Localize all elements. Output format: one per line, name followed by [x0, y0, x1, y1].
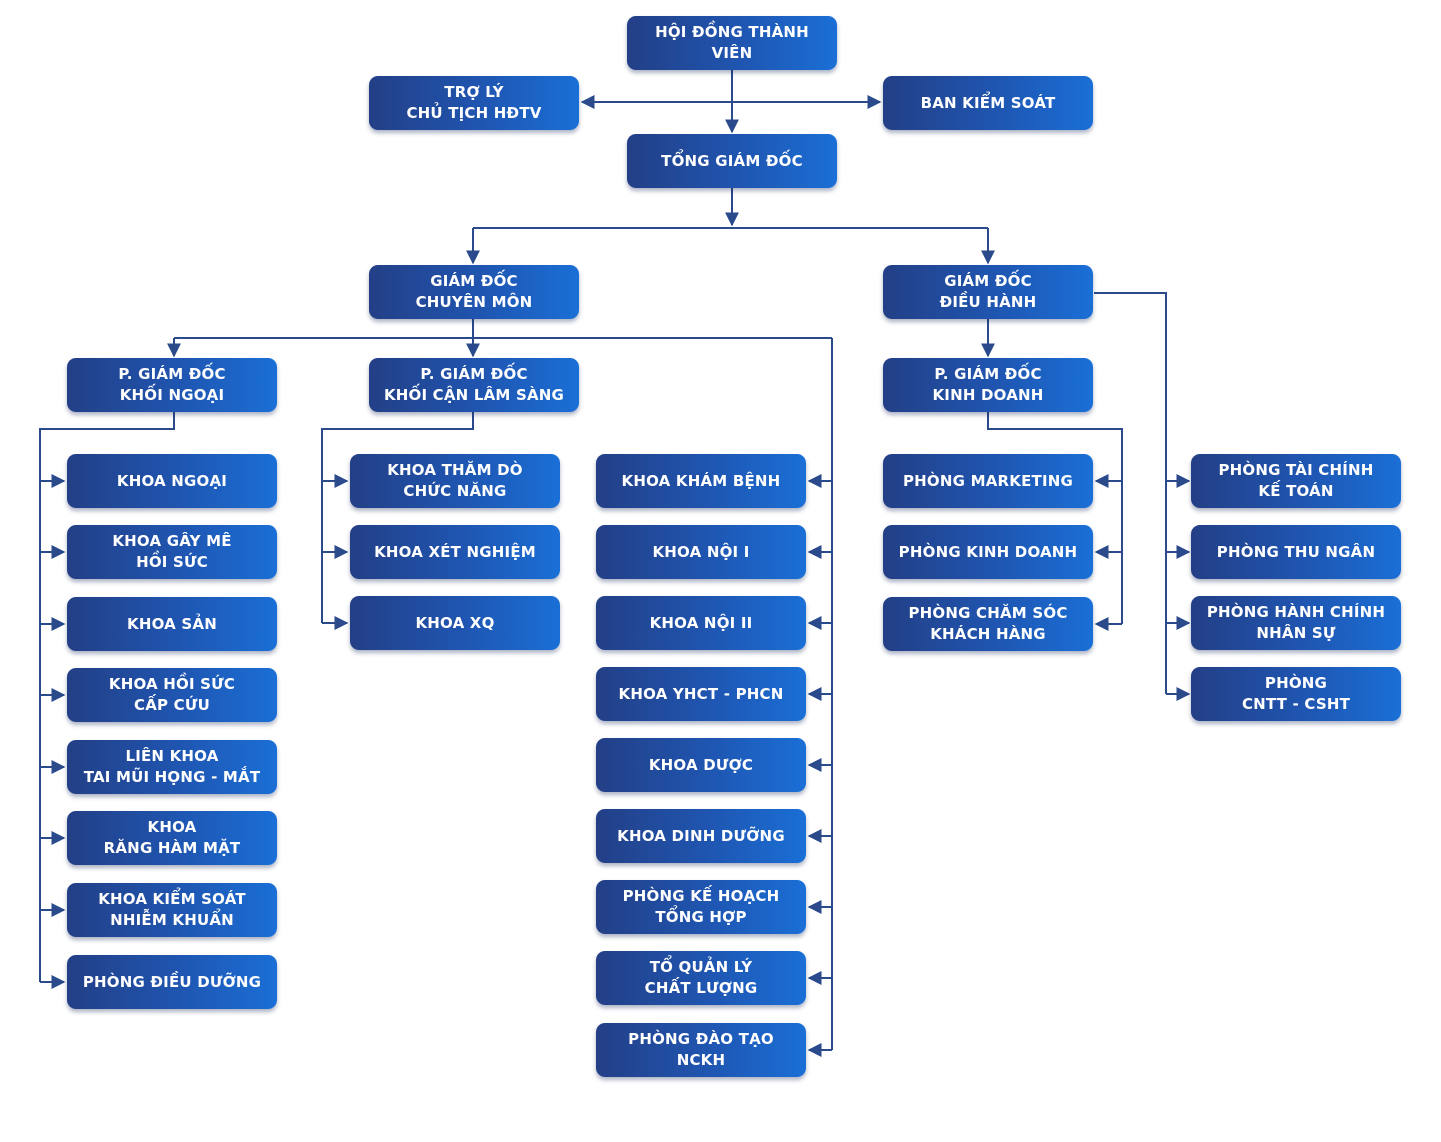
- node-khoi-ngoai-item: LIÊN KHOA TAI MŨI HỌNG - MẮT: [67, 740, 277, 794]
- node-khoi-ngoai-item: PHÒNG ĐIỀU DƯỠNG: [67, 955, 277, 1009]
- node-kinh-doanh-item: PHÒNG MARKETING: [883, 454, 1093, 508]
- node-chuyen-mon-item: KHOA YHCT - PHCN: [596, 667, 806, 721]
- node-can-lam-sang-item: KHOA THĂM DÒ CHỨC NĂNG: [350, 454, 560, 508]
- node-giam-doc-dieu-hanh: GIÁM ĐỐC ĐIỀU HÀNH: [883, 265, 1093, 319]
- node-khoi-ngoai-item: KHOA RĂNG HÀM MẶT: [67, 811, 277, 865]
- node-tong-giam-doc: TỔNG GIÁM ĐỐC: [627, 134, 837, 188]
- node-pgd-khoi-can-lam-sang: P. GIÁM ĐỐC KHỐI CẬN LÂM SÀNG: [369, 358, 579, 412]
- node-can-lam-sang-item: KHOA XÉT NGHIỆM: [350, 525, 560, 579]
- node-chuyen-mon-item: PHÒNG ĐÀO TẠO NCKH: [596, 1023, 806, 1077]
- node-tro-ly-chu-tich: TRỢ LÝ CHỦ TỊCH HĐTV: [369, 76, 579, 130]
- node-khoi-ngoai-item: KHOA KIỂM SOÁT NHIỄM KHUẨN: [67, 883, 277, 937]
- node-ban-kiem-soat: BAN KIỂM SOÁT: [883, 76, 1093, 130]
- node-pgd-khoi-ngoai: P. GIÁM ĐỐC KHỐI NGOẠI: [67, 358, 277, 412]
- node-dieu-hanh-item: PHÒNG TÀI CHÍNH KẾ TOÁN: [1191, 454, 1401, 508]
- node-chuyen-mon-item: KHOA NỘI II: [596, 596, 806, 650]
- node-hoi-dong-thanh-vien: HỘI ĐỒNG THÀNH VIÊN: [627, 16, 837, 70]
- node-chuyen-mon-item: KHOA KHÁM BỆNH: [596, 454, 806, 508]
- node-can-lam-sang-item: KHOA XQ: [350, 596, 560, 650]
- node-chuyen-mon-item: PHÒNG KẾ HOẠCH TỔNG HỢP: [596, 880, 806, 934]
- node-chuyen-mon-item: KHOA DINH DƯỠNG: [596, 809, 806, 863]
- node-dieu-hanh-item: PHÒNG HÀNH CHÍNH NHÂN SỰ: [1191, 596, 1401, 650]
- node-khoi-ngoai-item: KHOA GÂY MÊ HỒI SỨC: [67, 525, 277, 579]
- node-pgd-kinh-doanh: P. GIÁM ĐỐC KINH DOANH: [883, 358, 1093, 412]
- node-dieu-hanh-item: PHÒNG THU NGÂN: [1191, 525, 1401, 579]
- node-khoi-ngoai-item: KHOA SẢN: [67, 597, 277, 651]
- node-chuyen-mon-item: KHOA DƯỢC: [596, 738, 806, 792]
- node-khoi-ngoai-item: KHOA NGOẠI: [67, 454, 277, 508]
- node-giam-doc-chuyen-mon: GIÁM ĐỐC CHUYÊN MÔN: [369, 265, 579, 319]
- node-kinh-doanh-item: PHÒNG KINH DOANH: [883, 525, 1093, 579]
- node-kinh-doanh-item: PHÒNG CHĂM SÓC KHÁCH HÀNG: [883, 597, 1093, 651]
- node-chuyen-mon-item: KHOA NỘI I: [596, 525, 806, 579]
- node-khoi-ngoai-item: KHOA HỒI SỨC CẤP CỨU: [67, 668, 277, 722]
- node-chuyen-mon-item: TỔ QUẢN LÝ CHẤT LƯỢNG: [596, 951, 806, 1005]
- node-dieu-hanh-item: PHÒNG CNTT - CSHT: [1191, 667, 1401, 721]
